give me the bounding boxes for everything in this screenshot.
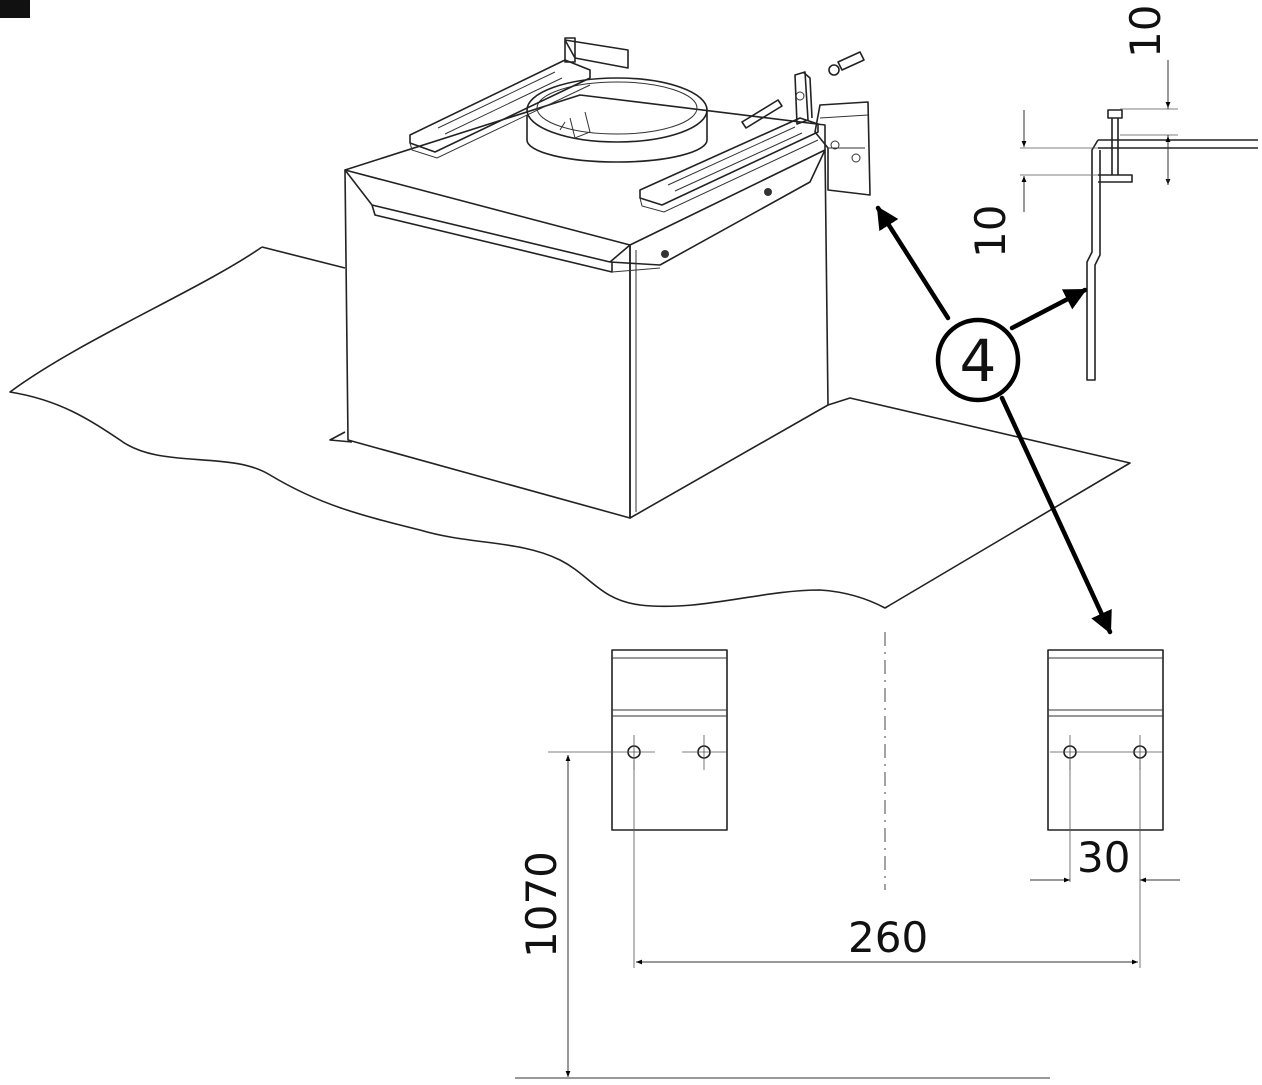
- hood-box-right-face: [629, 149, 829, 519]
- mounting-rail-left: [409, 37, 629, 159]
- dim-label-top-gap: 10: [1121, 5, 1170, 58]
- dim-label-hole-spacing: 30: [1077, 833, 1130, 882]
- screw-icon: [828, 51, 865, 76]
- ceiling-surface: [9, 246, 1131, 609]
- callout-marker: 4: [875, 205, 1113, 635]
- dim-label-height: 1070: [517, 851, 566, 958]
- flat-bracket-left: [548, 649, 728, 831]
- bracket-side-profile: [1020, 108, 1258, 381]
- callout-label: 4: [960, 327, 997, 395]
- hood-box-top-rim: [344, 94, 826, 273]
- dim-label-bracket-span: 260: [848, 913, 928, 962]
- hood-box-left-face: [344, 169, 631, 519]
- mounting-rail-right: [639, 71, 819, 213]
- dim-label-side-gap: 10: [966, 205, 1015, 258]
- wall-bracket-3d: [814, 101, 871, 196]
- duct-collar: [526, 77, 708, 163]
- flat-bracket-right: [1047, 649, 1164, 831]
- step-marker-corner: [0, 0, 30, 18]
